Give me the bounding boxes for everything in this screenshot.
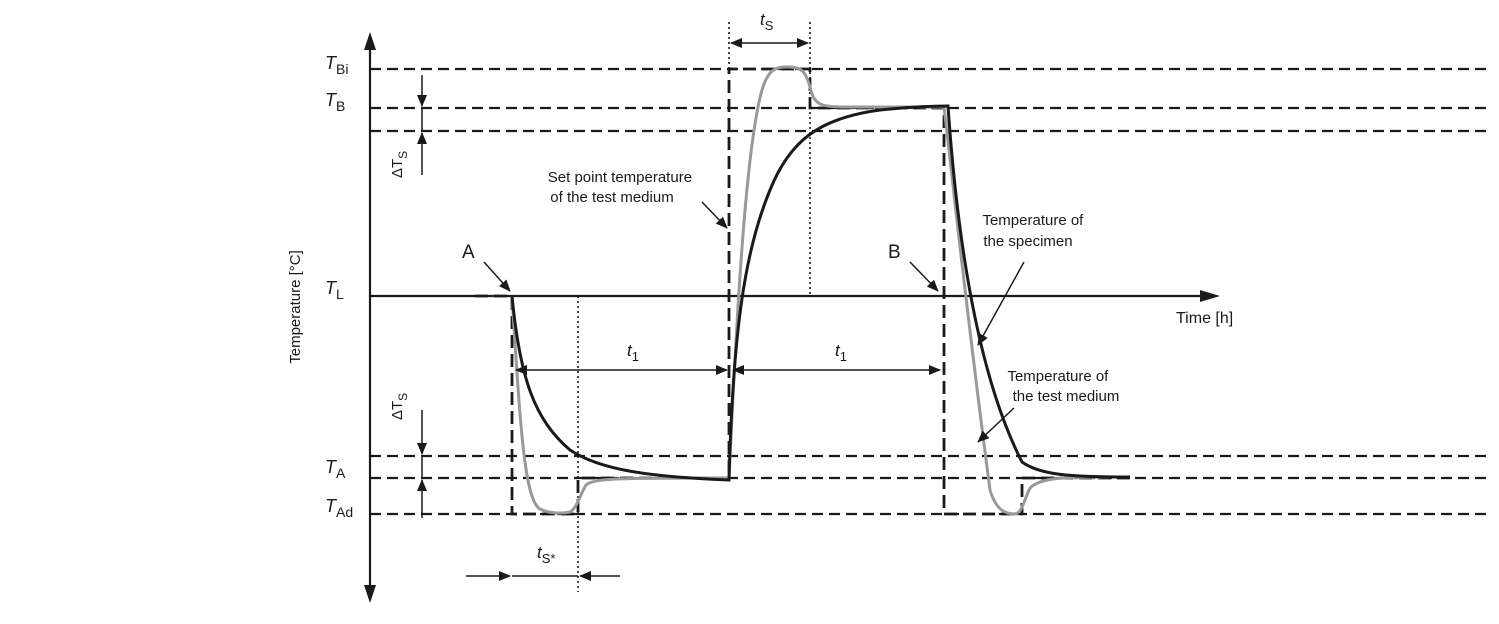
point-a-leader xyxy=(483,261,511,292)
label-ts: tS xyxy=(760,10,774,33)
label-ta: TA xyxy=(325,457,346,481)
specimen-annotation: Temperature of the specimen xyxy=(982,212,1087,250)
tolerance-upper-label: ΔTS xyxy=(389,151,410,178)
specimen-curve xyxy=(510,104,1131,482)
tolerance-lower-label: ΔTS xyxy=(389,393,410,420)
y-axis-label: Temperature [°C] xyxy=(287,250,304,364)
label-tbi: TBi xyxy=(325,53,348,77)
x-axis xyxy=(370,290,1220,302)
point-b-leader xyxy=(909,261,939,292)
medium-curve xyxy=(510,65,1111,516)
setpoint-curve xyxy=(475,67,1130,516)
specimen-leader xyxy=(977,261,1025,346)
x-axis-label: Time [h] xyxy=(1176,310,1233,327)
setpoint-leader xyxy=(701,201,728,229)
label-tb: TB xyxy=(325,90,345,114)
label-ts-star: tS* xyxy=(537,543,555,566)
setpoint-annotation: Set point temperature of the test medium xyxy=(548,169,696,206)
medium-leader xyxy=(977,407,1015,443)
label-t1-first: t1 xyxy=(627,341,639,364)
point-a-label: A xyxy=(462,242,475,263)
label-tad: TAd xyxy=(325,496,353,520)
label-t1-second: t1 xyxy=(835,341,847,364)
point-b-label: B xyxy=(888,242,901,263)
y-axis xyxy=(364,32,376,603)
medium-annotation: Temperature of the test medium xyxy=(1007,368,1119,405)
label-tl: TL xyxy=(325,278,344,302)
